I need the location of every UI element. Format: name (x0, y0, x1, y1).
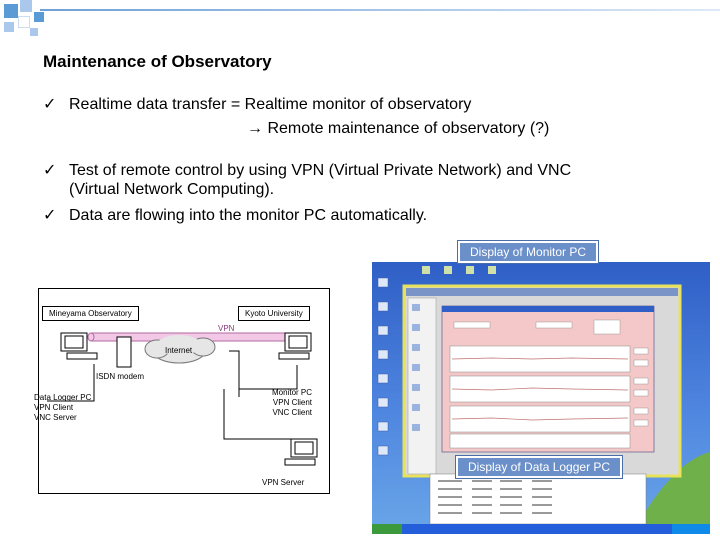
taskbar (372, 524, 710, 534)
logger-link (47, 364, 95, 402)
desktop-hill (632, 452, 710, 534)
monitor-desktop-screenshot (372, 262, 710, 534)
bullet-realtime: ✓ Realtime data transfer = Realtime monit… (43, 94, 471, 114)
monitor-pc-callout: Display of Monitor PC (456, 240, 600, 264)
internet-cloud (144, 335, 216, 364)
kyoto-label: Kyoto University (238, 306, 310, 321)
bullet-text: Realtime data transfer = Realtime monito… (69, 96, 472, 113)
bullet-vpn: ✓ Test of remote control by using VPN (Vi… (43, 160, 571, 180)
vpn-server-label: VPN Server (262, 478, 305, 487)
bullet-remote: → Remote maintenance of observatory (?) (247, 120, 549, 138)
vpn-tube-end (87, 332, 95, 342)
internet-label: Internet (165, 346, 193, 355)
isdn-modem-box (116, 336, 132, 368)
monitor-pc-icon (278, 332, 312, 360)
slide-title: Maintenance of Observatory (43, 52, 272, 71)
arrow-icon: → (247, 120, 263, 137)
logger-pc-label: Data Logger PC VPN Client VNC Server (34, 393, 91, 423)
bullet-vpn-cont: (Virtual Network Computing). (69, 181, 275, 198)
bullet-data: ✓ Data are flowing into the monitor PC au… (43, 205, 427, 225)
check-icon: ✓ (43, 96, 57, 113)
server-link (229, 350, 240, 389)
start-button (372, 524, 402, 534)
diagram-drawing (47, 332, 318, 466)
header-rule (40, 9, 720, 11)
logger-line: VNC Server (34, 413, 77, 422)
logger-pc-icon (60, 332, 98, 360)
monitor-link (238, 365, 298, 397)
bullet-text: Test of remote control by using VPN (Vir… (69, 162, 572, 179)
network-diagram (38, 288, 330, 494)
monitor-pc-label: Monitor PC VPN Client VNC Client (272, 388, 312, 418)
check-icon: ✓ (43, 162, 57, 179)
bullet-text: Remote maintenance of observatory (?) (267, 120, 550, 137)
desktop-graphics (372, 266, 710, 534)
vpn-label: VPN (218, 324, 235, 333)
isdn-label: ISDN modem (96, 372, 145, 381)
logger-line: Data Logger PC (34, 393, 92, 402)
logger-pc-callout: Display of Data Logger PC (454, 455, 624, 479)
monitor-line: Monitor PC (272, 388, 313, 397)
monitor-line: VPN Client (272, 398, 313, 407)
monitor-line: VNC Client (272, 408, 313, 417)
server-pc-icon (284, 438, 318, 466)
mineyama-label: Mineyama Observatory (42, 306, 139, 321)
logger-line: VPN Client (34, 403, 74, 412)
vpnserver-link (223, 389, 295, 440)
check-icon: ✓ (43, 207, 57, 224)
bullet-text: Data are flowing into the monitor PC aut… (69, 207, 428, 224)
